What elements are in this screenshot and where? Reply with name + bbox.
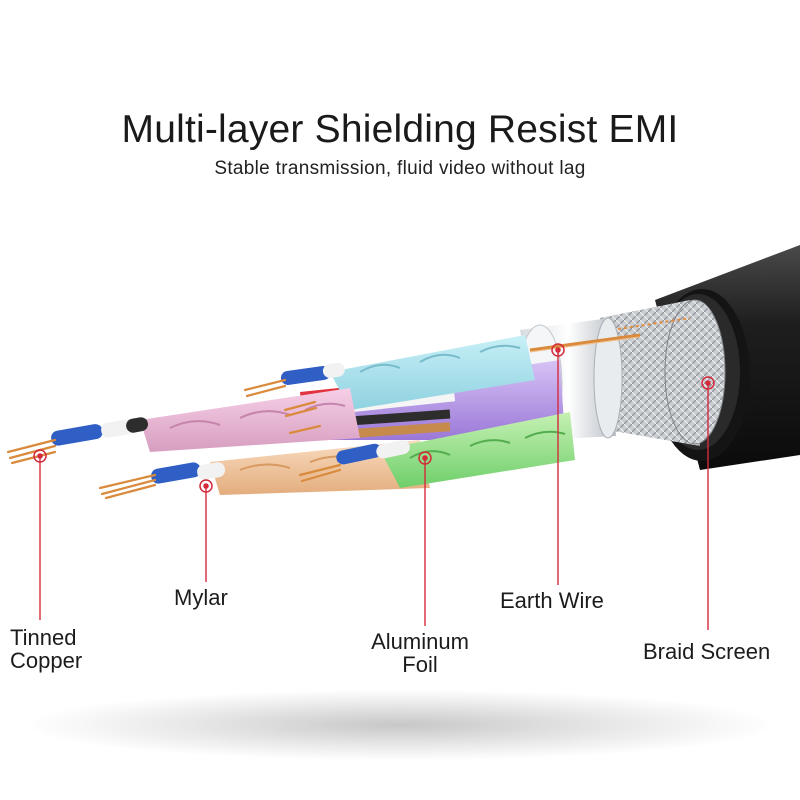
page-title: Multi-layer Shielding Resist EMI (121, 108, 679, 151)
label-aluminum-foil-line1: Aluminum (371, 629, 469, 654)
floor-shadow (30, 690, 770, 760)
label-tinned-copper-line2: Copper (10, 648, 83, 673)
label-earth-wire: Earth Wire (500, 588, 604, 613)
label-braid-screen: Braid Screen (643, 639, 771, 664)
page-subtitle: Stable transmission, fluid video without… (214, 158, 586, 179)
green-twisted-pair (380, 412, 575, 488)
label-tinned-copper-line1: Tinned (10, 625, 77, 650)
earth-wire (529, 333, 641, 353)
label-mylar: Mylar (174, 585, 228, 610)
label-tinned-copper: Tinned Copper (10, 626, 82, 672)
conductor-ends (51, 362, 410, 484)
copper-strands (6, 378, 342, 500)
label-aluminum-foil: Aluminum Foil (365, 630, 475, 676)
pink-twisted-pair (140, 388, 360, 452)
callout-markers (33, 343, 715, 493)
label-aluminum-foil-line2: Foil (402, 652, 438, 677)
cyan-twisted-pair (330, 335, 535, 410)
callout-lines (39, 350, 709, 630)
